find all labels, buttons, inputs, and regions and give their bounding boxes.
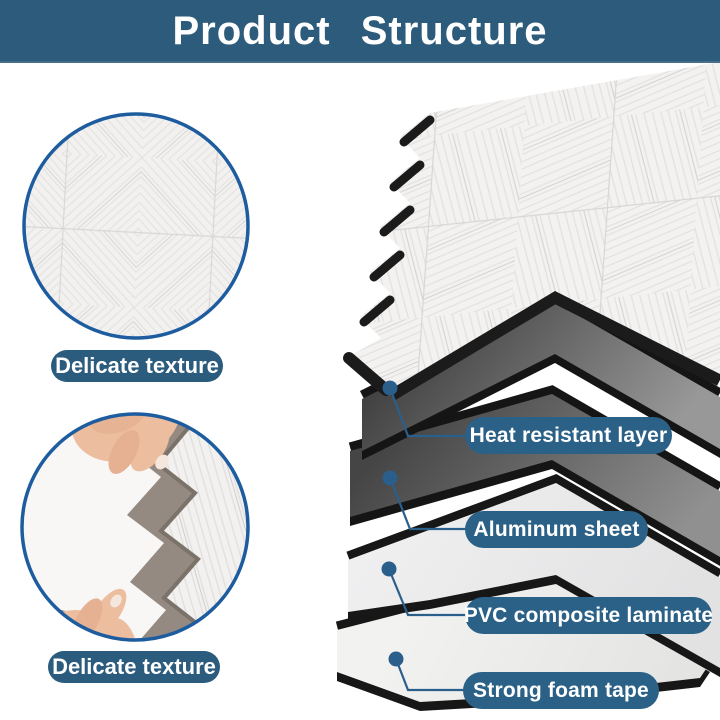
layer-label-heat-resistant: Heat resistant layer — [465, 417, 672, 454]
texture-inset-2 — [20, 412, 250, 642]
callout-dot-foam — [388, 651, 404, 667]
layer-label-pvc: PVC composite laminate — [464, 597, 713, 634]
layer-label-aluminum: Aluminum sheet — [465, 511, 648, 548]
callout-line-pvc — [387, 568, 470, 617]
peeled-tile-surface — [158, 414, 248, 640]
tile-back-zigzag — [124, 414, 200, 640]
callouts — [381, 380, 470, 692]
tile-back-shadow-edge — [155, 419, 203, 640]
callout-dot-pvc — [381, 561, 397, 577]
inset-label-1: Delicate texture — [51, 350, 223, 382]
texture-inset-1 — [22, 112, 250, 340]
texture-inset-1-border — [22, 112, 250, 340]
exploded-layer-stack — [335, 62, 720, 711]
herringbone-tile — [343, 62, 720, 401]
banner: Product Structure — [0, 0, 720, 63]
hand-top — [71, 414, 181, 474]
callout-line-foam — [394, 658, 468, 692]
texture-inset-2-border — [20, 412, 250, 642]
callout-line-aluminum — [388, 477, 470, 531]
inset-label-2: Delicate texture — [48, 651, 220, 683]
callout-dot-aluminum — [382, 470, 398, 486]
callout-dot-heat — [382, 380, 398, 396]
page-title: Product Structure — [172, 9, 548, 53]
callout-line-heat — [388, 387, 470, 438]
tile-zigzag-edge — [343, 115, 435, 396]
layer-label-foam: Strong foam tape — [463, 672, 659, 709]
